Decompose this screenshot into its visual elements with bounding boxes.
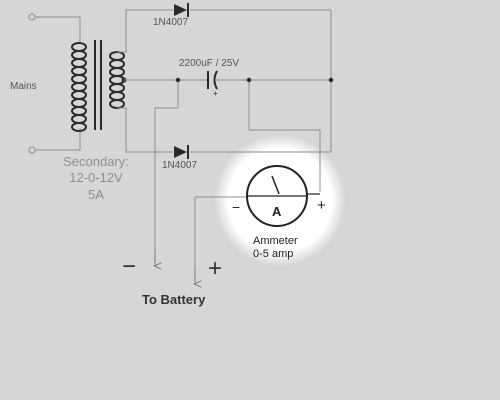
transformer-core — [94, 40, 102, 130]
secondary-winding — [109, 51, 125, 109]
circuit-wires — [117, 9, 332, 280]
battery-minus-sign: − — [122, 253, 137, 280]
ammeter-plus-sign: + — [317, 197, 326, 214]
ammeter-highlight — [214, 134, 346, 266]
ammeter-range-label: 0-5 amp — [253, 247, 294, 260]
to-battery-label: To Battery — [142, 292, 206, 307]
capacitor-polarity-mark: + — [213, 89, 218, 98]
capacitor-symbol — [207, 70, 218, 90]
secondary-spec: Secondary: 12-0-12V 5A — [56, 154, 136, 203]
mains-terminals — [28, 13, 81, 154]
ammeter-letter: A — [272, 204, 282, 219]
diode-bottom-symbol — [174, 145, 189, 159]
secondary-current: 5A — [88, 186, 104, 202]
diode-bottom-label: 1N4007 — [162, 160, 198, 171]
primary-winding — [71, 42, 87, 132]
diode-top-label: 1N4007 — [153, 17, 189, 28]
battery-plus-sign: + — [208, 255, 223, 282]
mains-label: Mains — [10, 81, 37, 92]
secondary-title: Secondary: — [63, 154, 129, 169]
capacitor-label: 2200uF / 25V — [179, 58, 240, 69]
secondary-voltage: 12-0-12V — [69, 170, 123, 186]
ammeter-minus-sign: − — [232, 199, 241, 215]
ammeter-name-label: Ammeter — [253, 235, 298, 247]
ammeter-symbol — [246, 165, 320, 227]
junction-dots — [175, 77, 334, 83]
diode-top-symbol — [174, 3, 189, 17]
ammeter-caption: Ammeter 0-5 amp — [253, 235, 298, 260]
